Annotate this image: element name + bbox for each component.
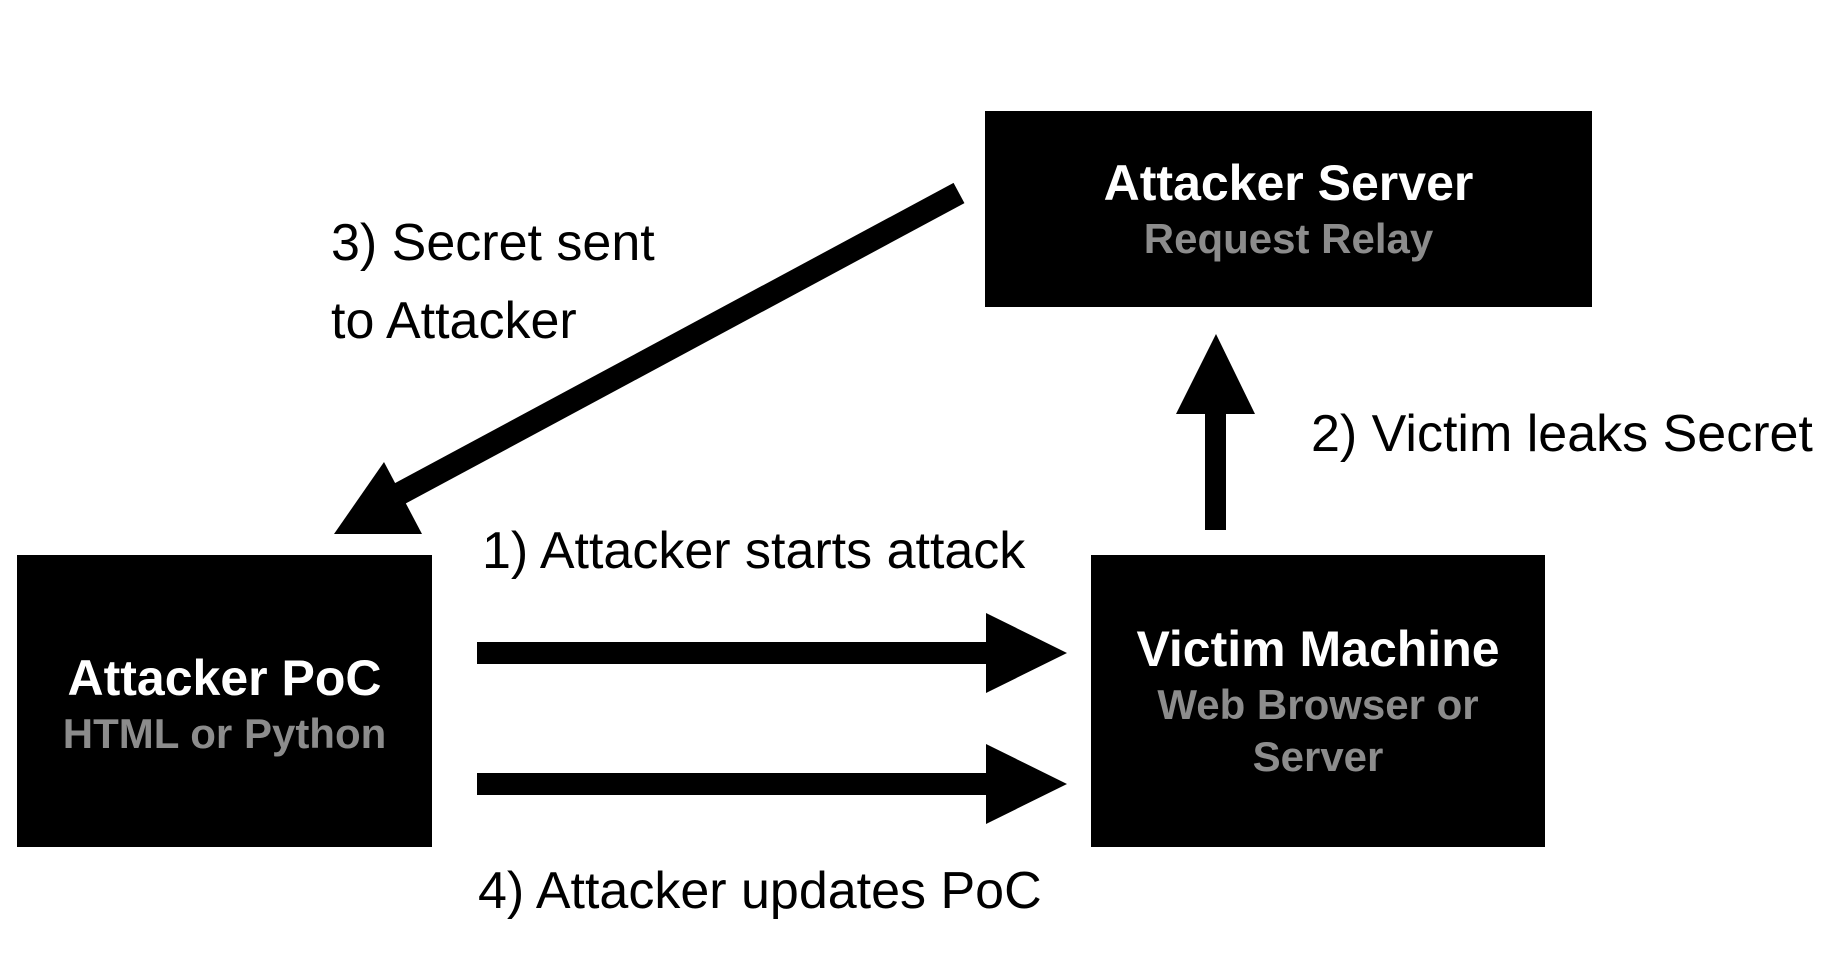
- attacker-poc-subtitle: HTML or Python: [62, 710, 387, 757]
- arrow-step1: [477, 613, 1067, 693]
- attacker-poc-node: Attacker PoC HTML or Python: [17, 555, 432, 847]
- step1-label: 1) Attacker starts attack: [482, 522, 1026, 580]
- arrow-step3: [334, 182, 965, 534]
- step4-label: 4) Attacker updates PoC: [478, 862, 1042, 920]
- victim-machine-node: Victim Machine Web Browser or Server: [1091, 555, 1545, 847]
- attacker-server-title: Attacker Server: [1103, 155, 1474, 211]
- arrow-step4: [477, 744, 1067, 824]
- step2-label: 2) Victim leaks Secret: [1311, 405, 1813, 463]
- step3-label-line2: to Attacker: [331, 292, 577, 350]
- attacker-server-node: Attacker Server Request Relay: [985, 111, 1592, 307]
- victim-machine-title: Victim Machine: [1136, 621, 1500, 677]
- step3-label: 3) Secret sent to Attacker: [331, 204, 655, 360]
- attacker-poc-title: Attacker PoC: [67, 650, 382, 706]
- victim-machine-subtitle: Web Browser or Server: [1157, 681, 1479, 780]
- attacker-server-subtitle: Request Relay: [1143, 215, 1434, 262]
- step3-label-line1: 3) Secret sent: [331, 214, 655, 272]
- arrow-step2: [1176, 334, 1255, 530]
